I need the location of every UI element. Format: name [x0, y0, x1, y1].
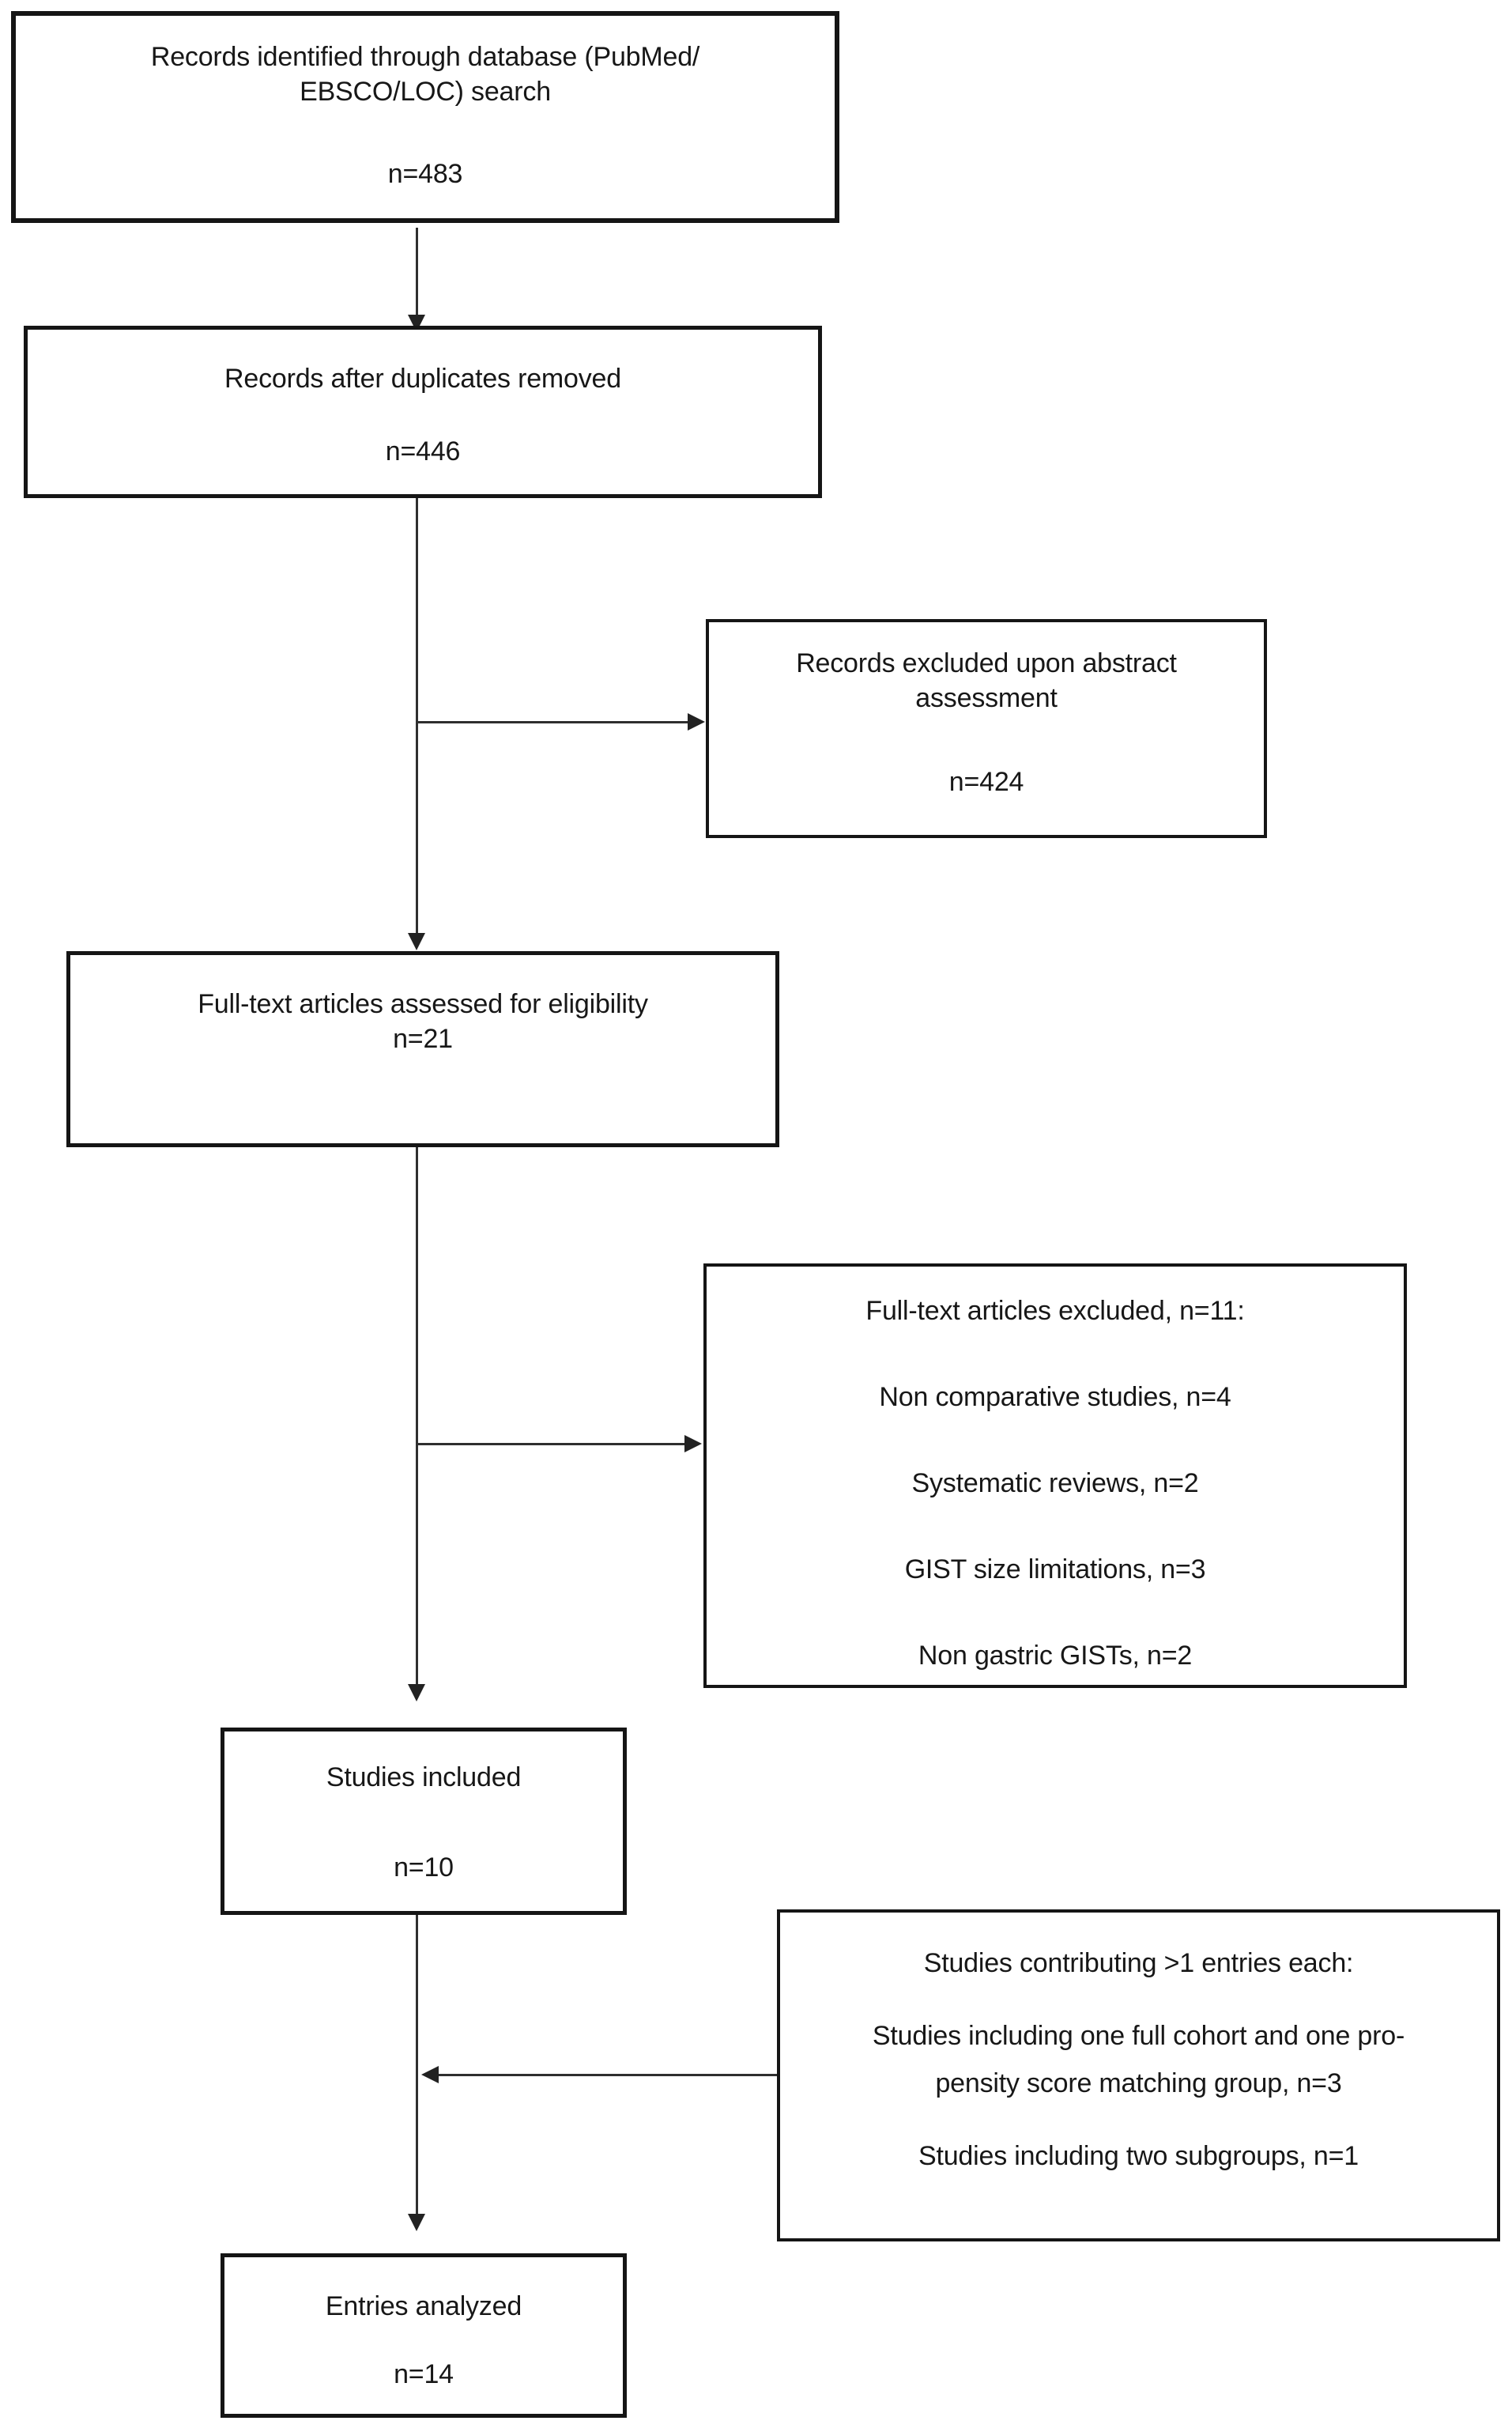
record-count: n=14: [394, 2359, 454, 2389]
box-title-line: Records excluded upon abstract: [796, 648, 1177, 678]
record-count: n=10: [394, 1852, 454, 1883]
multi-entry-item: Studies including one full cohort and on…: [873, 2012, 1405, 2107]
box-duplicates-removed: Records after duplicates removed n=446: [24, 326, 822, 498]
box-title: Entries analyzed: [325, 2291, 522, 2321]
box-multi-entry-studies: Studies contributing >1 entries each: St…: [777, 1909, 1500, 2241]
arrowhead-down-icon: [408, 1684, 425, 1701]
exclusion-reason: Systematic reviews, n=2: [911, 1468, 1199, 1498]
box-title: Studies contributing >1 entries each:: [923, 1948, 1354, 1978]
record-count: n=21: [393, 1024, 453, 1054]
connector-assessed-to-included: [416, 1147, 418, 1684]
connector-branch-fulltext-excluded: [417, 1443, 684, 1445]
record-count: n=424: [948, 767, 1024, 797]
connector-deduplicated-to-assessed: [416, 498, 418, 933]
connector-included-to-analyzed: [416, 1915, 418, 2214]
box-studies-included: Studies included n=10: [221, 1728, 627, 1915]
box-title-line: Records identified through database (Pub…: [150, 42, 700, 72]
multi-entry-item: Studies including two subgroups, n=1: [918, 2141, 1359, 2171]
arrowhead-down-icon: [408, 2214, 425, 2231]
box-fulltext-excluded: Full-text articles excluded, n=11: Non c…: [703, 1263, 1407, 1688]
connector-branch-abstract-excluded: [417, 721, 688, 723]
box-abstract-excluded: Records excluded upon abstract assessmen…: [706, 619, 1267, 838]
exclusion-reason: Non comparative studies, n=4: [879, 1382, 1231, 1412]
record-count: n=446: [385, 436, 461, 466]
connector-branch-multi-entry: [438, 2074, 777, 2076]
multi-entry-item-line: pensity score matching group, n=3: [935, 2068, 1342, 2098]
box-title-line: assessment: [915, 683, 1058, 713]
box-title: Full-text articles excluded, n=11:: [865, 1296, 1245, 1326]
box-title-line: EBSCO/LOC) search: [300, 77, 551, 107]
box-fulltext-assessed: Full-text articles assessed for eligibil…: [66, 951, 779, 1147]
record-count: n=483: [387, 159, 463, 189]
multi-entry-item-line: Studies including one full cohort and on…: [872, 2021, 1405, 2051]
box-records-identified: Records identified through database (Pub…: [11, 11, 839, 223]
box-title: Studies included: [326, 1762, 522, 1792]
exclusion-reason: GIST size limitations, n=3: [904, 1554, 1206, 1584]
box-title: Records after duplicates removed: [224, 364, 621, 394]
arrowhead-down-icon: [408, 933, 425, 950]
box-entries-analyzed: Entries analyzed n=14: [221, 2253, 627, 2418]
arrowhead-left-icon: [421, 2066, 439, 2083]
exclusion-reason: Non gastric GISTs, n=2: [918, 1641, 1193, 1671]
arrowhead-right-icon: [688, 713, 705, 731]
box-title: Full-text articles assessed for eligibil…: [198, 989, 648, 1019]
connector-identified-to-deduplicated: [416, 228, 418, 316]
arrowhead-right-icon: [684, 1435, 702, 1452]
